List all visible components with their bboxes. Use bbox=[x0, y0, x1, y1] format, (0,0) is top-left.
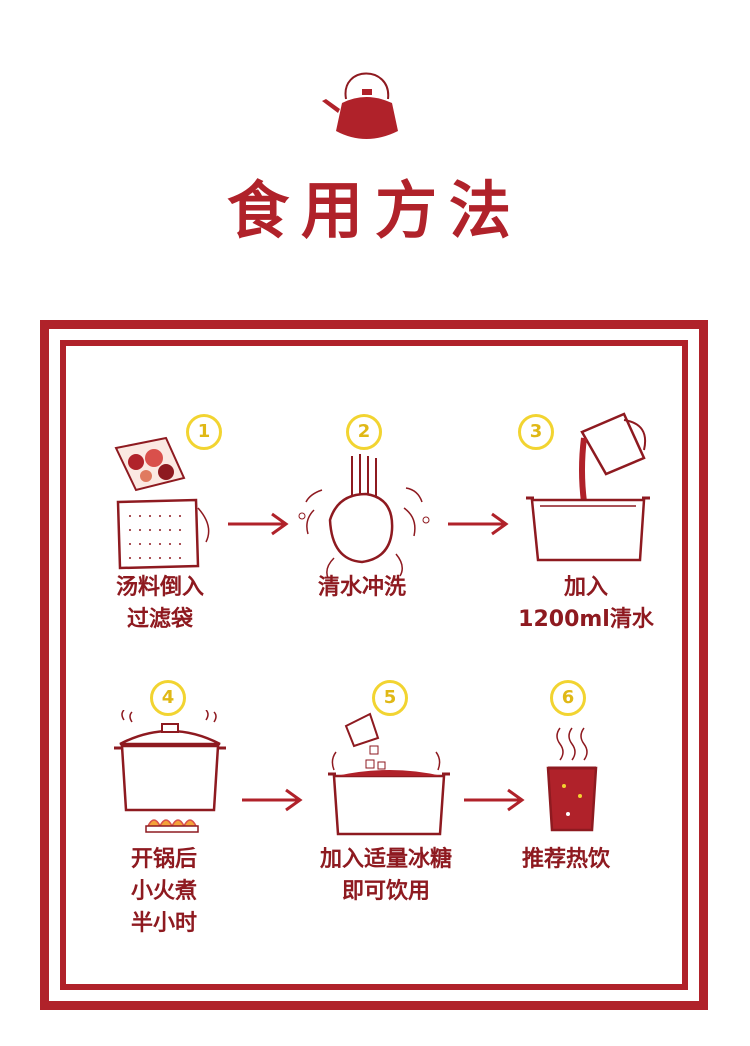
step-label: 开锅后 小火煮 半小时 bbox=[130, 847, 197, 936]
step-label: 推荐热饮 bbox=[521, 847, 610, 872]
step-3: 3 加入 1200ml清水 bbox=[496, 410, 676, 640]
step-number: 6 bbox=[550, 680, 586, 716]
step-number: 5 bbox=[372, 680, 408, 716]
hot-drink-cup-icon bbox=[546, 727, 598, 832]
step-1: 1 汤料倒入 过滤袋 bbox=[70, 410, 250, 640]
step-6: 6 推荐热饮 bbox=[476, 676, 656, 906]
step-label: 加入适量冰糖 即可饮用 bbox=[319, 847, 452, 904]
pot-on-flame-icon bbox=[114, 710, 226, 833]
pot-adding-sugar-icon bbox=[328, 712, 450, 836]
step-number: 2 bbox=[346, 414, 382, 450]
teapot-icon bbox=[322, 72, 398, 139]
arrow-right-icon bbox=[242, 788, 303, 812]
step-label: 汤料倒入 过滤袋 bbox=[115, 575, 204, 632]
arrow-right-icon bbox=[448, 512, 509, 536]
pot-pouring-water-icon bbox=[526, 412, 650, 562]
outer-frame bbox=[40, 320, 708, 1010]
step-number: 4 bbox=[150, 680, 186, 716]
step-label: 清水冲洗 bbox=[317, 575, 406, 600]
arrow-right-icon bbox=[464, 788, 525, 812]
step-5: 5 加入适量冰糖 即可饮用 bbox=[296, 676, 476, 906]
step-number: 3 bbox=[518, 414, 554, 450]
arrow-right-icon bbox=[228, 512, 289, 536]
step-label: 加入 1200ml清水 bbox=[518, 575, 654, 632]
soup-bag-icon bbox=[114, 436, 210, 570]
step-number: 1 bbox=[186, 414, 222, 450]
rinse-bag-icon bbox=[298, 454, 430, 579]
inner-frame bbox=[60, 340, 688, 990]
step-2: 2 清水冲洗 bbox=[272, 410, 452, 640]
page-title: 食用方法 bbox=[226, 174, 523, 247]
step-4: 4 开锅后 小火煮 半小时 bbox=[74, 676, 254, 936]
